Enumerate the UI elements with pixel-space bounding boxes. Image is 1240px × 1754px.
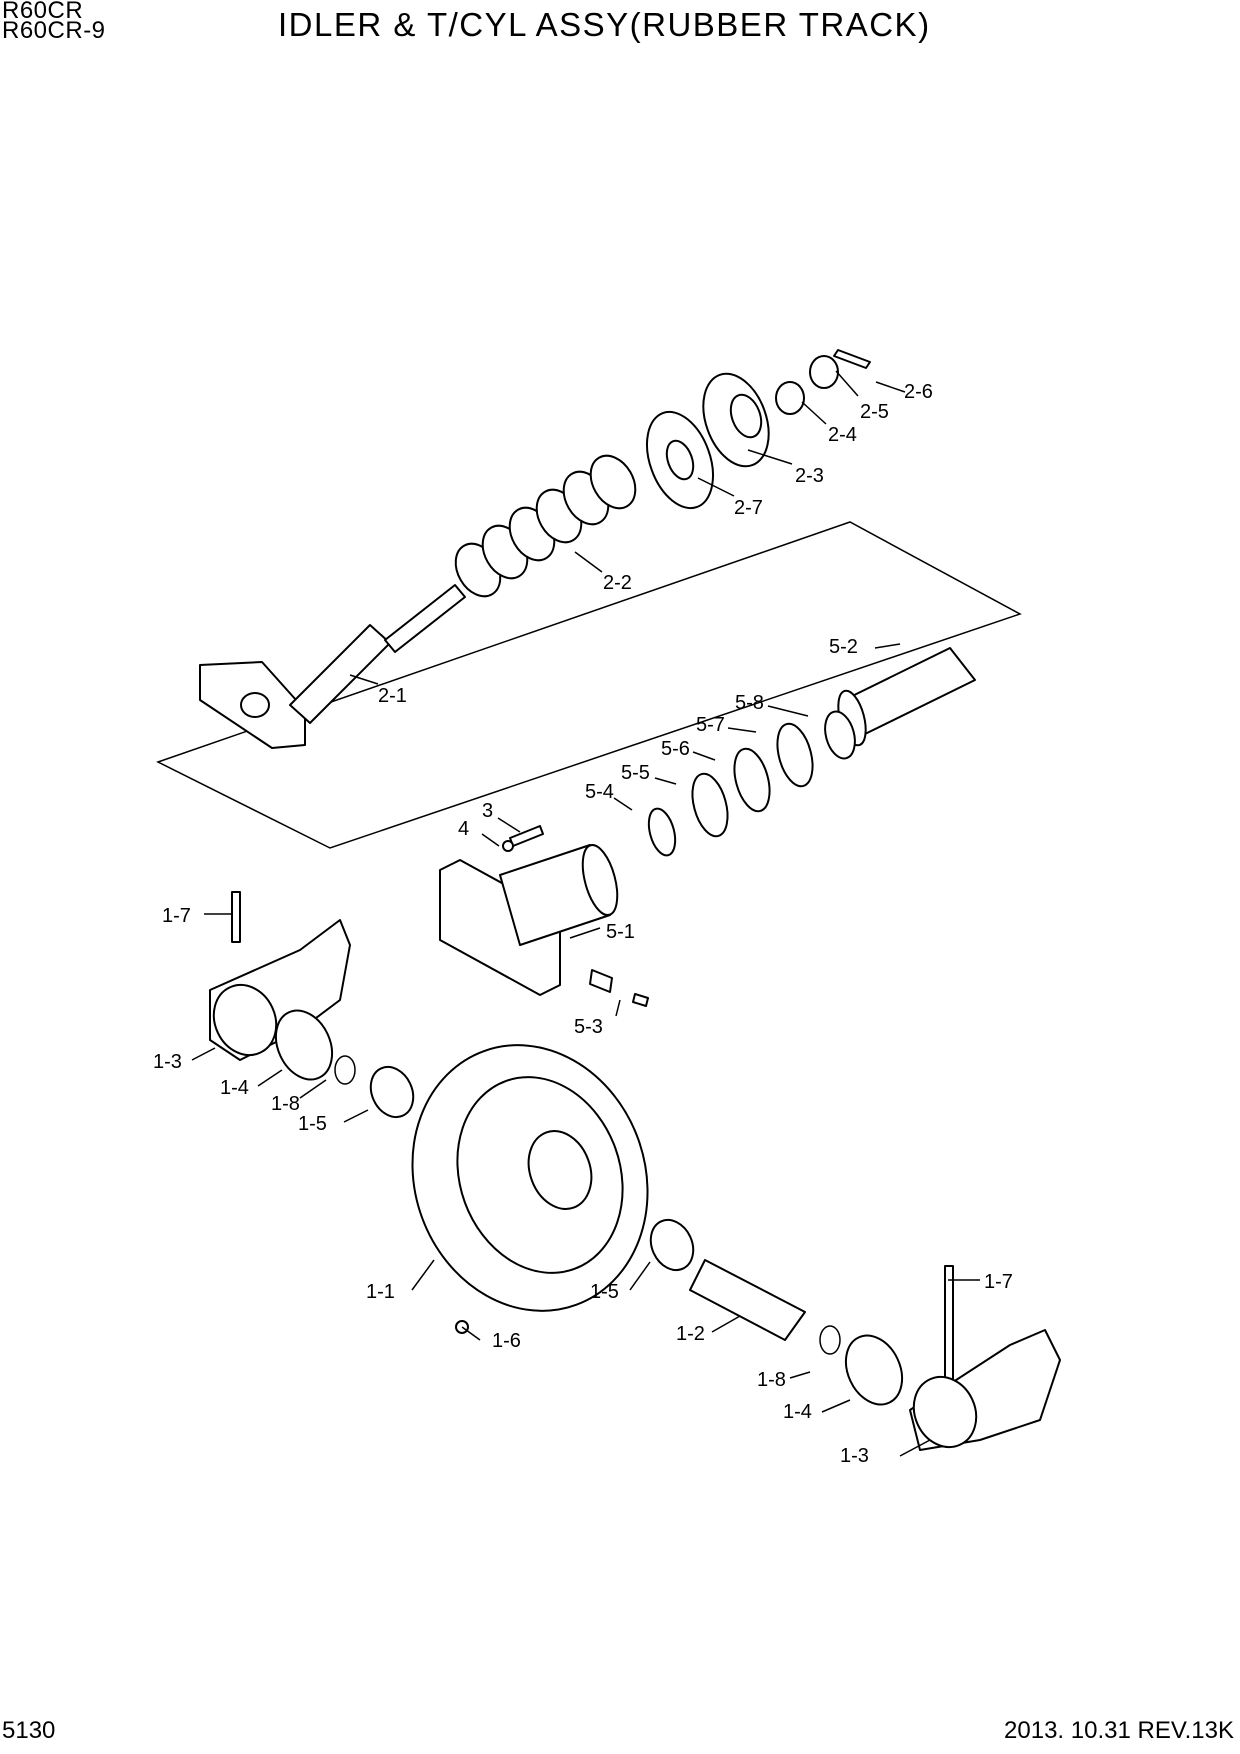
callout-5-2: 5-2	[829, 636, 858, 658]
callout-1-6: 1-6	[492, 1330, 521, 1352]
callout-5-3: 5-3	[574, 1016, 603, 1038]
callout-5-1: 5-1	[606, 921, 635, 943]
callout-1-3-right: 1-3	[840, 1445, 869, 1467]
callout-5-8: 5-8	[735, 692, 764, 714]
left-bracket-part	[209, 891, 351, 1061]
callout-1-7-right: 1-7	[984, 1271, 1013, 1293]
page-title: IDLER & T/CYL ASSY(RUBBER TRACK)	[278, 6, 931, 43]
washer-part	[502, 840, 514, 852]
revision-date: 2013. 10.31 REV.13K	[1004, 1717, 1234, 1744]
callout-1-2: 1-2	[676, 1323, 705, 1345]
callout-5-7: 5-7	[696, 714, 725, 736]
right-bracket-part	[909, 1265, 1061, 1451]
spring-holder-part	[702, 372, 770, 468]
callout-2-4: 2-4	[828, 424, 857, 446]
callout-4: 4	[458, 818, 469, 840]
right-bushing-part	[649, 1218, 695, 1272]
tension-rod-part	[199, 584, 466, 749]
callout-1-1: 1-1	[366, 1281, 395, 1303]
grease-fitting-part	[589, 969, 649, 1007]
model-code-primary: R60CR	[2, 0, 84, 24]
recoil-spring-part	[454, 454, 637, 598]
assembly-outline	[156, 521, 1022, 849]
spring-washer-part	[646, 410, 714, 510]
callout-2-7: 2-7	[734, 497, 763, 519]
callout-1-8-left: 1-8	[271, 1093, 300, 1115]
leader-lines	[191, 370, 980, 1457]
callout-2-6: 2-6	[904, 381, 933, 403]
callout-5-6: 5-6	[661, 738, 690, 760]
seal-rings-part	[647, 710, 856, 857]
callout-1-8-right: 1-8	[757, 1369, 786, 1391]
split-pin-part	[833, 349, 871, 369]
castle-nut-part	[809, 355, 839, 389]
left-floating-seal-part	[274, 1009, 334, 1081]
callout-2-5: 2-5	[860, 401, 889, 423]
right-floating-seal-part	[844, 1334, 904, 1406]
callout-1-5-left: 1-5	[298, 1113, 327, 1135]
left-oring-part	[334, 1055, 356, 1085]
callout-2-3: 2-3	[795, 465, 824, 487]
model-code-secondary: R60CR-9	[2, 17, 106, 44]
callout-1-4-right: 1-4	[783, 1401, 812, 1423]
callout-2-2: 2-2	[603, 572, 632, 594]
callout-1-4-left: 1-4	[220, 1077, 249, 1099]
callout-5-4: 5-4	[585, 781, 614, 803]
callout-5-5: 5-5	[621, 762, 650, 784]
cylinder-block-part	[439, 844, 619, 996]
callout-3: 3	[482, 800, 493, 822]
callout-1-3-left: 1-3	[153, 1051, 182, 1073]
idler-shaft-part	[689, 1259, 806, 1341]
callout-2-1: 2-1	[378, 685, 407, 707]
idler-wheel-part	[411, 1044, 649, 1312]
callout-1-7-left: 1-7	[162, 905, 191, 927]
callout-1-5-right: 1-5	[590, 1281, 619, 1303]
page-number: 5130	[2, 1717, 56, 1744]
left-bushing-part	[369, 1065, 415, 1119]
right-oring-part	[819, 1325, 841, 1355]
hex-nut-part	[775, 381, 805, 415]
